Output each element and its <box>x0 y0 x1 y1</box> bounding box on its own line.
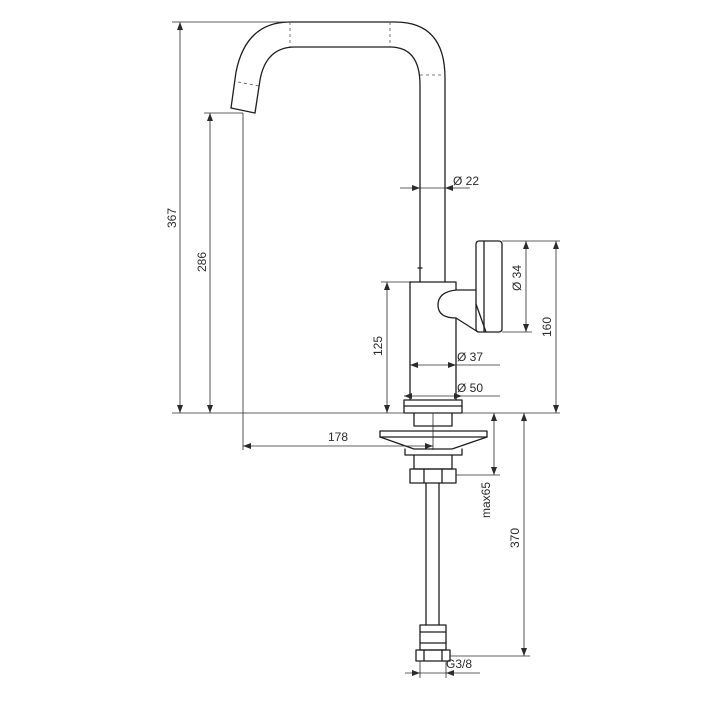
max-deck-thickness-label: max65 <box>479 482 493 518</box>
body-height-label: 125 <box>371 336 385 356</box>
spout-height-label: 286 <box>195 252 209 272</box>
body-diameter-label: Ø 37 <box>457 350 483 364</box>
spout-diameter-label: Ø 22 <box>453 174 479 188</box>
dimension-labels: 367 286 125 160 Ø 34 max65 370 178 Ø 22 … <box>165 174 554 671</box>
handle-height-label: 160 <box>540 317 554 337</box>
hose-length-label: 370 <box>508 528 522 548</box>
base-diameter-label: Ø 50 <box>457 381 483 395</box>
handle-diameter-label: Ø 34 <box>510 265 524 291</box>
faucet-outline <box>230 21 503 662</box>
connection-thread-label: G3/8 <box>446 657 472 671</box>
dimension-lines <box>172 21 560 678</box>
total-height-label: 367 <box>165 208 179 228</box>
reach-label: 178 <box>328 430 348 444</box>
